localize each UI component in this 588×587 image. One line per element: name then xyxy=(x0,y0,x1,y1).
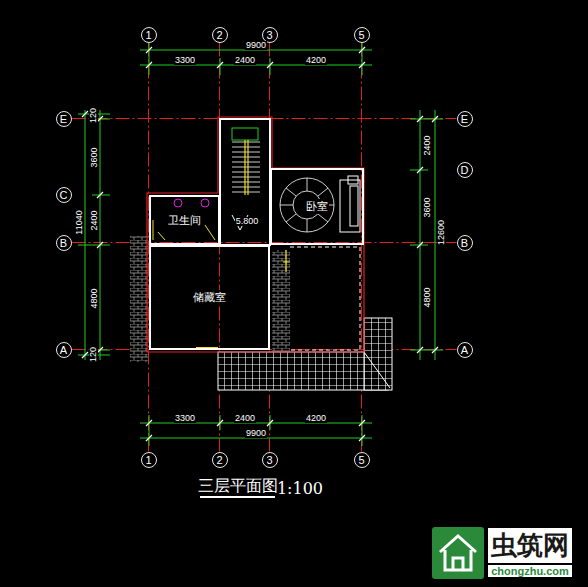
room-name: 卧室 xyxy=(305,199,329,214)
axis-number: C xyxy=(60,189,68,201)
watermark: 虫筑网 xyxy=(488,528,572,563)
dimension: 9900 xyxy=(245,429,267,438)
drawing-title: 三层平面图 xyxy=(197,476,279,497)
axis-number: B xyxy=(60,237,67,249)
axis-bubble: 3 xyxy=(262,452,278,468)
room-outline: 卧室 xyxy=(270,168,364,245)
dimension: 120 xyxy=(90,106,99,123)
axis-bubble: B xyxy=(457,235,473,251)
axis-bubble: 1 xyxy=(141,452,157,468)
axis-number: 2 xyxy=(216,29,222,41)
axis-line xyxy=(72,242,457,243)
dimension: 4200 xyxy=(305,414,327,423)
axis-bubble: 2 xyxy=(212,452,228,468)
dimension: 9900 xyxy=(245,41,267,50)
axis-number: 1 xyxy=(145,29,151,41)
axis-bubble: A xyxy=(457,342,473,358)
axis-bubble: B xyxy=(56,235,72,251)
dimension: 4800 xyxy=(423,286,432,308)
dimension: 2400 xyxy=(423,134,432,156)
dimension: 4800 xyxy=(90,287,99,309)
axis-number: E xyxy=(60,113,67,125)
dimension: 3300 xyxy=(174,414,196,423)
axis-bubble: A xyxy=(56,342,72,358)
axis-bubble: E xyxy=(56,111,72,127)
dimension: 2400 xyxy=(90,209,99,231)
axis-number: 2 xyxy=(216,454,222,466)
room-name: 储藏室 xyxy=(192,290,227,305)
dimension: 3600 xyxy=(90,146,99,168)
axis-bubble: E xyxy=(457,111,473,127)
axis-number: 5 xyxy=(358,29,364,41)
dimension: 11040 xyxy=(74,209,83,235)
dimension: 2400 xyxy=(234,56,256,65)
scale-text: 1:100 xyxy=(276,479,324,498)
axis-number: E xyxy=(461,113,468,125)
axis-number: 3 xyxy=(266,29,272,41)
axis-number: 3 xyxy=(266,454,272,466)
axis-bubble: 5 xyxy=(354,27,370,43)
axis-bubble: 2 xyxy=(212,27,228,43)
axis-bubble: 1 xyxy=(141,27,157,43)
axis-number: A xyxy=(461,344,468,356)
axis-bubble: C xyxy=(56,187,72,203)
elevation: 5.800 xyxy=(235,217,260,226)
room-outline: 储藏室 xyxy=(149,245,270,350)
axis-number: 1 xyxy=(145,454,151,466)
watermark: chongzhu.com xyxy=(488,565,572,577)
dimension: 3600 xyxy=(423,196,432,218)
dimension: 12600 xyxy=(438,218,447,245)
axis-number: D xyxy=(461,164,469,176)
dimension: 120 xyxy=(90,345,99,362)
axis-number: B xyxy=(461,237,468,249)
axis-bubble: D xyxy=(457,162,473,178)
dimension: 3300 xyxy=(174,56,196,65)
dimension: 2400 xyxy=(234,414,256,423)
axis-number: 5 xyxy=(358,454,364,466)
axis-number: A xyxy=(60,344,67,356)
room-outline: 卫生间 xyxy=(149,195,220,245)
dimension: 4200 xyxy=(305,56,327,65)
room-name: 卫生间 xyxy=(167,213,202,228)
axis-bubble: 5 xyxy=(354,452,370,468)
